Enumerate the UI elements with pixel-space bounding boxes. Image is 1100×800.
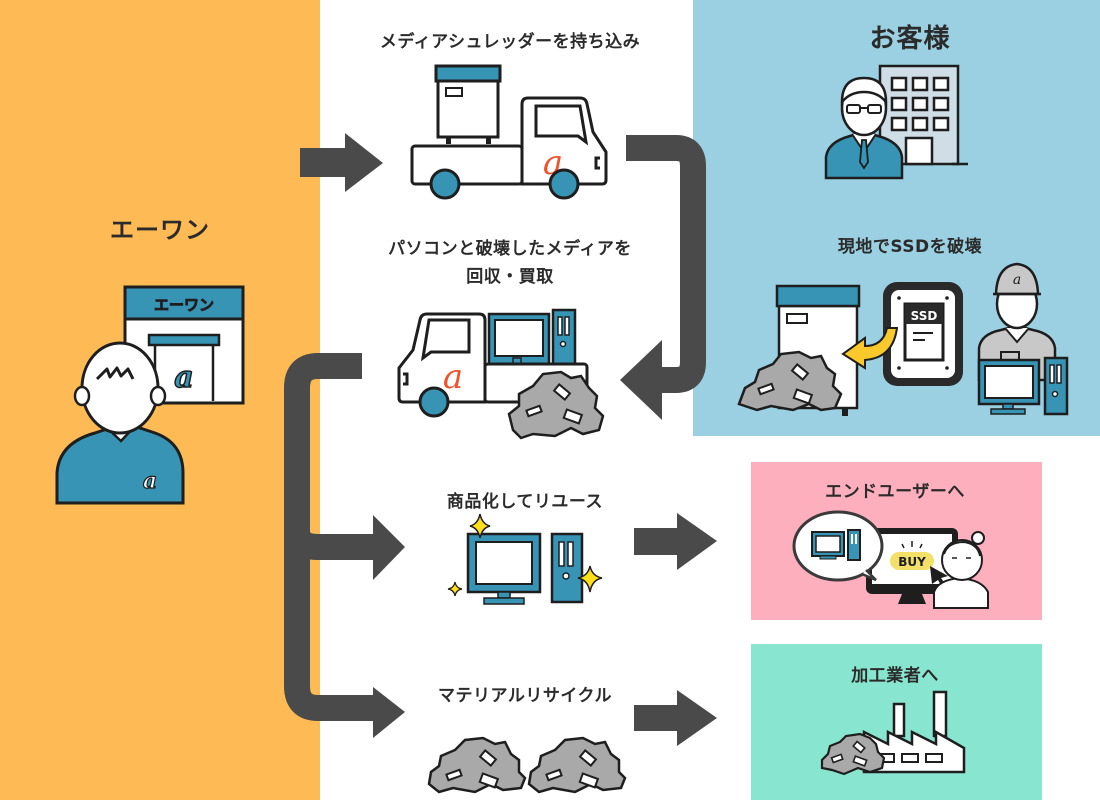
arrow-to-enduser — [634, 513, 717, 570]
desktop-pc-icon — [487, 308, 577, 368]
staff-person-icon: a — [55, 341, 185, 505]
rubble-icon — [427, 736, 527, 794]
businessman-icon — [824, 76, 904, 180]
arrow-to-recycle-head — [373, 687, 405, 738]
collect-label: パソコンと破壊したメディアを 回収・買取 — [340, 235, 680, 291]
aone-shop-illustration: エーワン a a — [55, 285, 245, 505]
woman-user-icon — [933, 531, 989, 609]
sparkle-icon — [577, 565, 603, 593]
enduser-label: エンドユーザーへ — [825, 482, 965, 502]
shop-sign-text: エーワン — [154, 296, 214, 314]
staff-logo: a — [143, 468, 157, 494]
customer-illustration — [824, 64, 968, 180]
processor-illustration — [820, 690, 966, 776]
buy-text: BUY — [898, 555, 926, 569]
buy-button-icon: BUY — [890, 541, 934, 570]
rubble-icon — [507, 370, 605, 440]
aone-title: エーワン — [110, 216, 210, 244]
shop-logo: a — [174, 360, 193, 395]
speech-bubble-icon — [792, 510, 884, 582]
desktop-pc-icon — [977, 356, 1069, 416]
ssd-text: SSD — [911, 309, 938, 323]
arrow-to-reuse-head — [373, 515, 405, 580]
enduser-illustration: BUY — [792, 510, 989, 609]
bring-shredder-label: メディアシュレッダーを持ち込み — [379, 32, 641, 52]
arrow-customer-loop — [626, 135, 706, 393]
arrow-to-processor — [634, 690, 717, 746]
shredder-icon — [434, 64, 502, 144]
sparkle-icon — [447, 581, 463, 597]
shredder-truck-illustration: a — [410, 64, 608, 200]
arrow-customer-loop-head — [620, 340, 662, 420]
arrow-to-bring-shredder — [300, 133, 383, 192]
customer-title: お客様 — [869, 24, 951, 54]
recycle-label: マテリアルリサイクル — [438, 686, 612, 706]
recycle-rubble-illustration — [427, 736, 627, 794]
worker-cap-logo: a — [1013, 272, 1021, 288]
collection-truck-illustration: a — [397, 308, 605, 440]
arrow-branch-reuse — [284, 528, 375, 560]
curved-arrow-icon — [841, 327, 899, 370]
collect-label-line1: パソコンと破壊したメディアを — [388, 239, 632, 259]
processor-label: 加工業者へ — [851, 666, 939, 686]
onsite-destruction-illustration: SSD a — [737, 262, 1069, 416]
ssd-icon: SSD — [883, 282, 963, 386]
factory-icon — [862, 690, 966, 774]
truck-logo: a — [443, 357, 463, 397]
desktop-pc-icon — [466, 532, 584, 605]
rubble-icon — [820, 732, 886, 776]
collect-label-line2: 回収・買取 — [466, 267, 554, 287]
reuse-pc-illustration — [447, 513, 603, 605]
office-building-icon — [878, 64, 968, 166]
onsite-destroy-label: 現地でSSDを破壊 — [837, 237, 983, 257]
truck-icon: a — [410, 96, 608, 200]
sparkle-icon — [469, 513, 491, 539]
rubble-icon — [527, 736, 627, 794]
rubble-icon — [737, 350, 843, 412]
reuse-label: 商品化してリユース — [446, 492, 604, 512]
